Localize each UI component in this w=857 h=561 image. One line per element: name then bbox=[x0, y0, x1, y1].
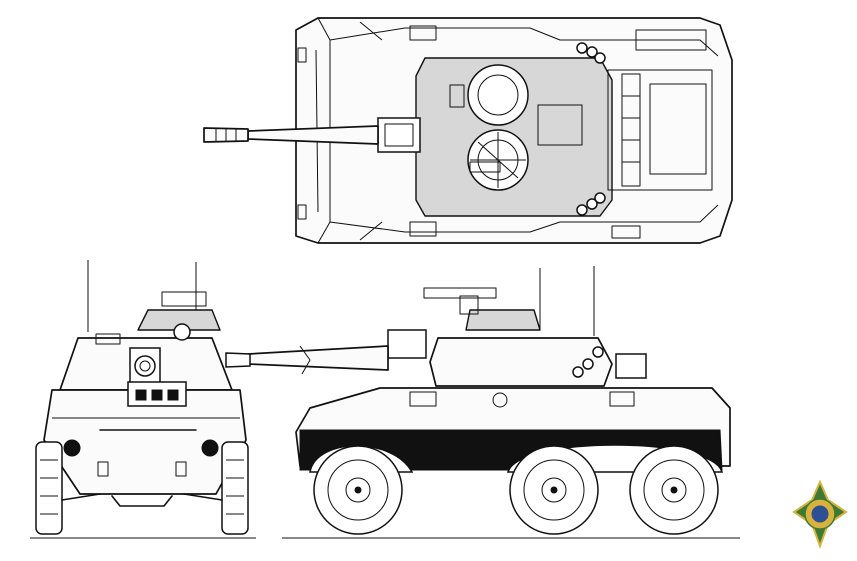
front-vision-block-3 bbox=[167, 389, 179, 401]
front-vision-block-1 bbox=[135, 389, 147, 401]
top-periscope bbox=[449, 84, 465, 108]
side-wheel-front bbox=[313, 445, 403, 535]
front-headlight-right bbox=[201, 439, 219, 457]
side-barrel-break bbox=[299, 345, 311, 375]
top-smoke-dischargers-rear bbox=[576, 192, 606, 216]
front-machine-gun-mount bbox=[161, 291, 207, 307]
top-stowage-box-rear bbox=[611, 225, 641, 239]
top-hatch-rear bbox=[409, 221, 437, 237]
front-gun-bore bbox=[139, 360, 151, 372]
top-gun-mantlet bbox=[377, 117, 421, 153]
front-turret-top bbox=[137, 309, 221, 331]
top-lower-bevel bbox=[405, 204, 719, 233]
side-wheel-middle bbox=[509, 445, 599, 535]
top-gun-barrel bbox=[247, 125, 379, 145]
front-vision-block-2 bbox=[151, 389, 163, 401]
top-commander-cupola bbox=[467, 64, 529, 126]
top-smoke-dischargers-front bbox=[576, 42, 606, 64]
side-stowage-box bbox=[615, 353, 647, 379]
front-tow-hooks bbox=[97, 461, 187, 477]
top-muzzle-rings bbox=[215, 128, 237, 142]
army-emblem bbox=[792, 479, 848, 549]
top-hatch-front bbox=[409, 25, 437, 41]
front-wheel-right bbox=[221, 441, 249, 535]
side-muzzle-brake bbox=[225, 352, 251, 368]
top-machine-gun bbox=[469, 161, 501, 173]
front-hull bbox=[43, 389, 247, 495]
top-engine-deck bbox=[607, 69, 713, 191]
front-gun-muzzle bbox=[134, 355, 156, 377]
top-commander-ring bbox=[477, 74, 519, 116]
side-gun-mantlet bbox=[387, 329, 427, 359]
top-cupola-lines bbox=[470, 132, 526, 188]
front-wheel-left bbox=[35, 441, 63, 535]
side-machine-gun-mount bbox=[459, 295, 479, 315]
emblem-center bbox=[810, 504, 830, 524]
side-gun-barrel bbox=[247, 345, 389, 371]
front-view bbox=[30, 260, 256, 539]
side-hull-port bbox=[492, 392, 508, 408]
top-rack bbox=[621, 73, 641, 187]
front-periscope bbox=[95, 333, 121, 345]
side-rear-light bbox=[609, 391, 635, 407]
top-turret-box bbox=[537, 104, 583, 146]
top-stowage-box-front bbox=[635, 29, 707, 51]
side-turret-top bbox=[465, 309, 541, 331]
side-turret bbox=[429, 337, 613, 387]
front-wheel-treads bbox=[40, 459, 244, 515]
top-left-light-rear bbox=[297, 204, 307, 220]
front-suspension bbox=[61, 493, 223, 507]
top-left-light-front bbox=[297, 47, 307, 63]
side-wheel-rear bbox=[629, 445, 719, 535]
side-smoke-dischargers bbox=[572, 346, 604, 378]
top-engine-grille bbox=[649, 83, 707, 175]
top-view bbox=[203, 17, 733, 244]
front-commander-sight bbox=[173, 323, 191, 341]
front-headlight-left bbox=[63, 439, 81, 457]
side-vision-block bbox=[409, 391, 437, 407]
top-mantlet-inner bbox=[384, 123, 414, 147]
side-view bbox=[225, 266, 740, 539]
